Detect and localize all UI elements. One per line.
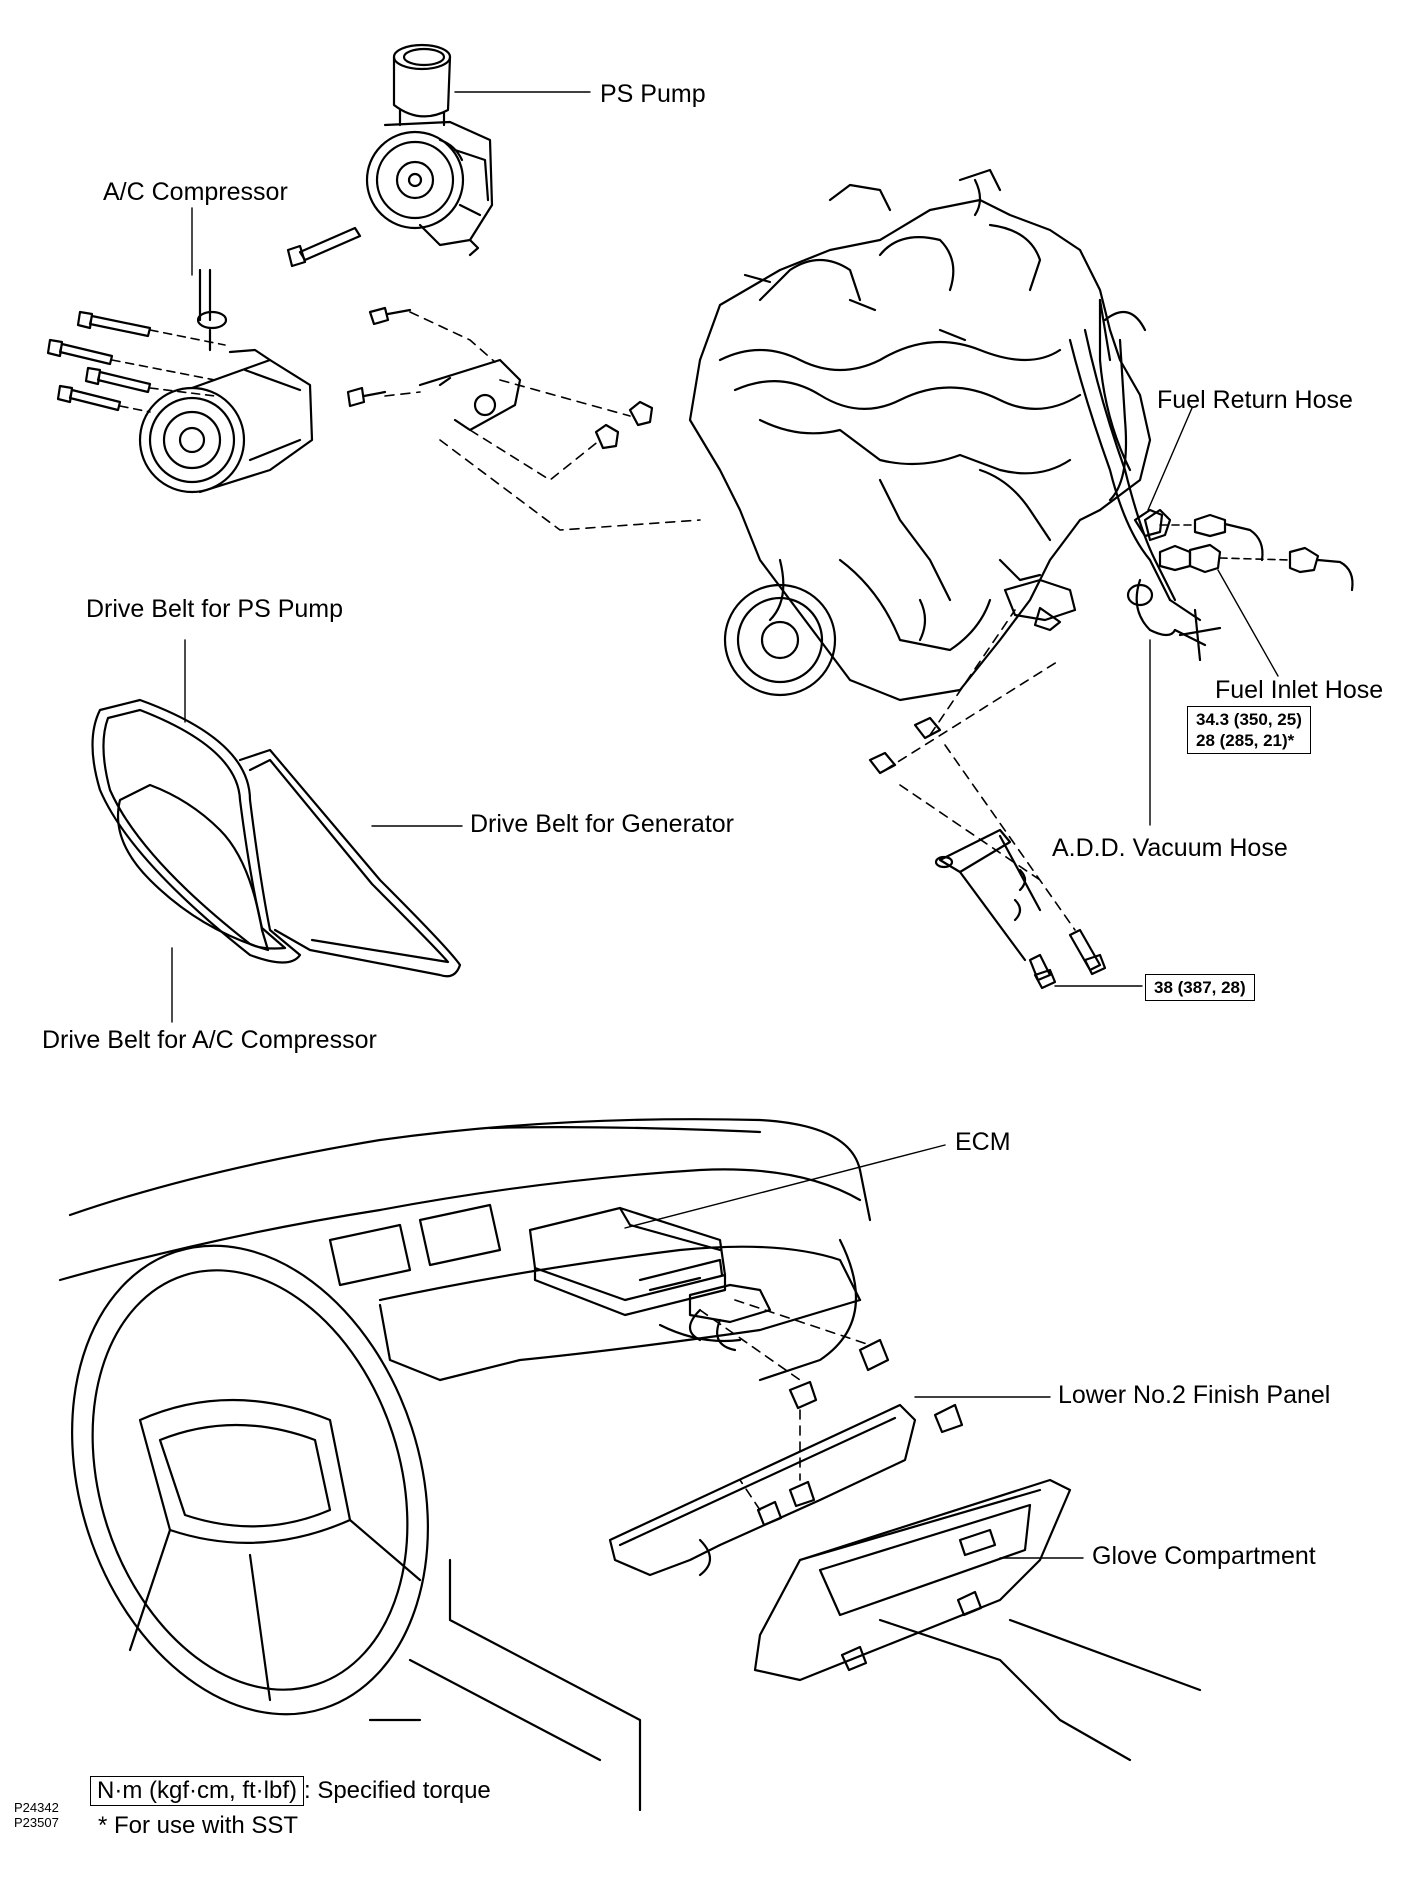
fuel-return-hose-leader: [1147, 407, 1193, 511]
label-ac-compressor: A/C Compressor: [103, 178, 288, 206]
label-ps-pump: PS Pump: [600, 80, 706, 108]
label-drive-belt-ps: Drive Belt for PS Pump: [86, 595, 344, 623]
label-drive-belt-ac: Drive Belt for A/C Compressor: [42, 1026, 377, 1054]
figure-code-2: P23507: [14, 1815, 59, 1830]
label-fuel-inlet-hose: Fuel Inlet Hose: [1215, 676, 1384, 704]
label-glove-compartment: Glove Compartment: [1092, 1542, 1316, 1570]
torque-bracket-bolt: 38 (387, 28): [1145, 974, 1255, 1001]
torque-fuel-inlet-hose: 34.3 (350, 25) 28 (285, 21)*: [1187, 706, 1311, 754]
figure-code-1: P24342: [14, 1800, 59, 1815]
torque-fuel-inlet-line2: 28 (285, 21)*: [1196, 731, 1295, 750]
torque-unit-box: N·m (kgf·cm, ft·lbf): [90, 1776, 304, 1806]
label-lower-finish-panel: Lower No.2 Finish Panel: [1058, 1381, 1331, 1409]
sst-note: * For use with SST: [98, 1812, 299, 1839]
torque-legend: N·m (kgf·cm, ft·lbf): Specified torque: [90, 1776, 491, 1806]
drive-belts-drawing: [91, 698, 462, 978]
torque-fuel-inlet-line1: 34.3 (350, 25): [1196, 710, 1302, 729]
engine-drawing: [688, 168, 1354, 702]
lower-bracket-drawing: [868, 609, 1107, 990]
fuel-inlet-hose-leader: [1217, 569, 1279, 677]
label-ecm: ECM: [955, 1128, 1011, 1156]
bracket-drawing: [346, 306, 701, 531]
label-add-vacuum-hose: A.D.D. Vacuum Hose: [1052, 834, 1288, 862]
ecm-leader: [624, 1144, 946, 1229]
ps-pump-drawing: [286, 43, 494, 268]
dashboard-drawing: [58, 1118, 1202, 1812]
ac-compressor-drawing: [46, 268, 314, 494]
torque-unit-text: : Specified torque: [303, 1777, 491, 1804]
label-drive-belt-generator: Drive Belt for Generator: [470, 810, 734, 838]
label-fuel-return-hose: Fuel Return Hose: [1157, 386, 1353, 414]
